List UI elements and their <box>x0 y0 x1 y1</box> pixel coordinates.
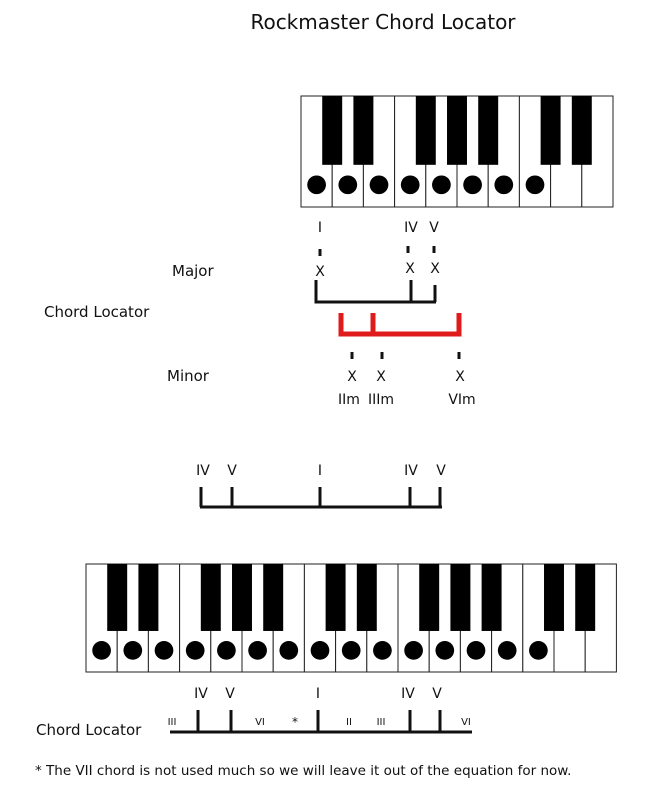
key-dot <box>123 641 143 660</box>
numeral-major-v: V <box>429 220 439 236</box>
key-dot <box>373 641 392 660</box>
small-label-vi: VI <box>255 717 265 728</box>
numeral-iv: IV <box>404 463 418 479</box>
key-dot <box>435 641 455 660</box>
black-key <box>447 96 467 165</box>
numeral-minor-vi: VIm <box>448 392 475 408</box>
key-dot <box>154 641 174 660</box>
chord-locator-label: Chord Locator <box>44 303 150 321</box>
key-dot <box>338 175 358 195</box>
key-dot <box>404 641 423 660</box>
numeral-i: I <box>318 463 322 479</box>
bottom-locator-bracket <box>170 710 472 734</box>
bottom-chord-locator-label: Chord Locator <box>36 721 142 739</box>
key-dot <box>497 641 517 660</box>
key-dot <box>400 175 420 195</box>
numeral-minor-ii: IIm <box>338 392 360 408</box>
middle-locator-bracket <box>199 487 442 509</box>
black-key <box>481 564 502 631</box>
marker-x: X <box>455 369 465 385</box>
numeral-major-i: I <box>318 220 322 236</box>
small-label-iii: III <box>168 717 177 728</box>
bottom-keyboard <box>85 563 617 673</box>
small-label-ii: II <box>346 717 352 728</box>
black-key <box>419 564 440 631</box>
minor-bracket <box>338 313 462 337</box>
key-dot <box>432 175 451 195</box>
black-key <box>325 564 346 631</box>
key-dot <box>248 641 267 660</box>
marker-x: X <box>405 261 415 277</box>
key-dot <box>279 641 299 660</box>
numeral-iv: IV <box>196 463 210 479</box>
black-key <box>478 96 499 165</box>
key-dot <box>341 641 361 660</box>
black-key <box>200 564 221 631</box>
key-dot <box>466 641 486 660</box>
black-key <box>356 564 377 631</box>
black-key <box>450 564 471 631</box>
small-label-asterisk: * <box>292 715 298 729</box>
black-key <box>415 96 436 165</box>
small-label-iii: III <box>377 717 386 728</box>
numeral-iv: IV <box>194 686 208 702</box>
footnote: * The VII chord is not used much so we w… <box>35 763 571 779</box>
major-label: Major <box>172 262 214 280</box>
black-key <box>575 564 596 631</box>
black-key <box>544 564 564 631</box>
key-dot <box>307 175 326 195</box>
black-key <box>232 564 252 631</box>
black-key <box>263 564 284 631</box>
page-title: Rockmaster Chord Locator <box>250 10 516 34</box>
black-key <box>571 96 592 165</box>
numeral-major-iv: IV <box>404 220 418 236</box>
numeral-v: V <box>432 686 442 702</box>
numeral-i: I <box>316 686 320 702</box>
numeral-iv: IV <box>401 686 415 702</box>
key-dot <box>369 175 389 195</box>
major-bracket <box>314 280 437 304</box>
key-dot <box>463 175 482 195</box>
top-keyboard <box>300 95 614 208</box>
marker-x: X <box>376 369 386 385</box>
marker-x: X <box>315 264 325 280</box>
small-label-vi: VI <box>461 717 471 728</box>
numeral-v: V <box>225 686 235 702</box>
marker-x: X <box>430 261 440 277</box>
numeral-minor-iii: IIIm <box>368 392 394 408</box>
black-key <box>540 96 561 165</box>
marker-x: X <box>347 369 357 385</box>
key-dot <box>217 641 236 660</box>
black-key <box>107 564 128 631</box>
black-key <box>138 564 159 631</box>
numeral-v: V <box>436 463 446 479</box>
key-dot <box>529 641 548 660</box>
key-dot <box>310 641 330 660</box>
key-dot <box>525 175 545 195</box>
numeral-v: V <box>227 463 237 479</box>
key-dot <box>92 641 111 660</box>
minor-label: Minor <box>167 367 210 385</box>
black-key <box>353 96 374 165</box>
black-key <box>322 96 343 165</box>
key-dot <box>494 175 514 195</box>
key-dot <box>185 641 205 660</box>
